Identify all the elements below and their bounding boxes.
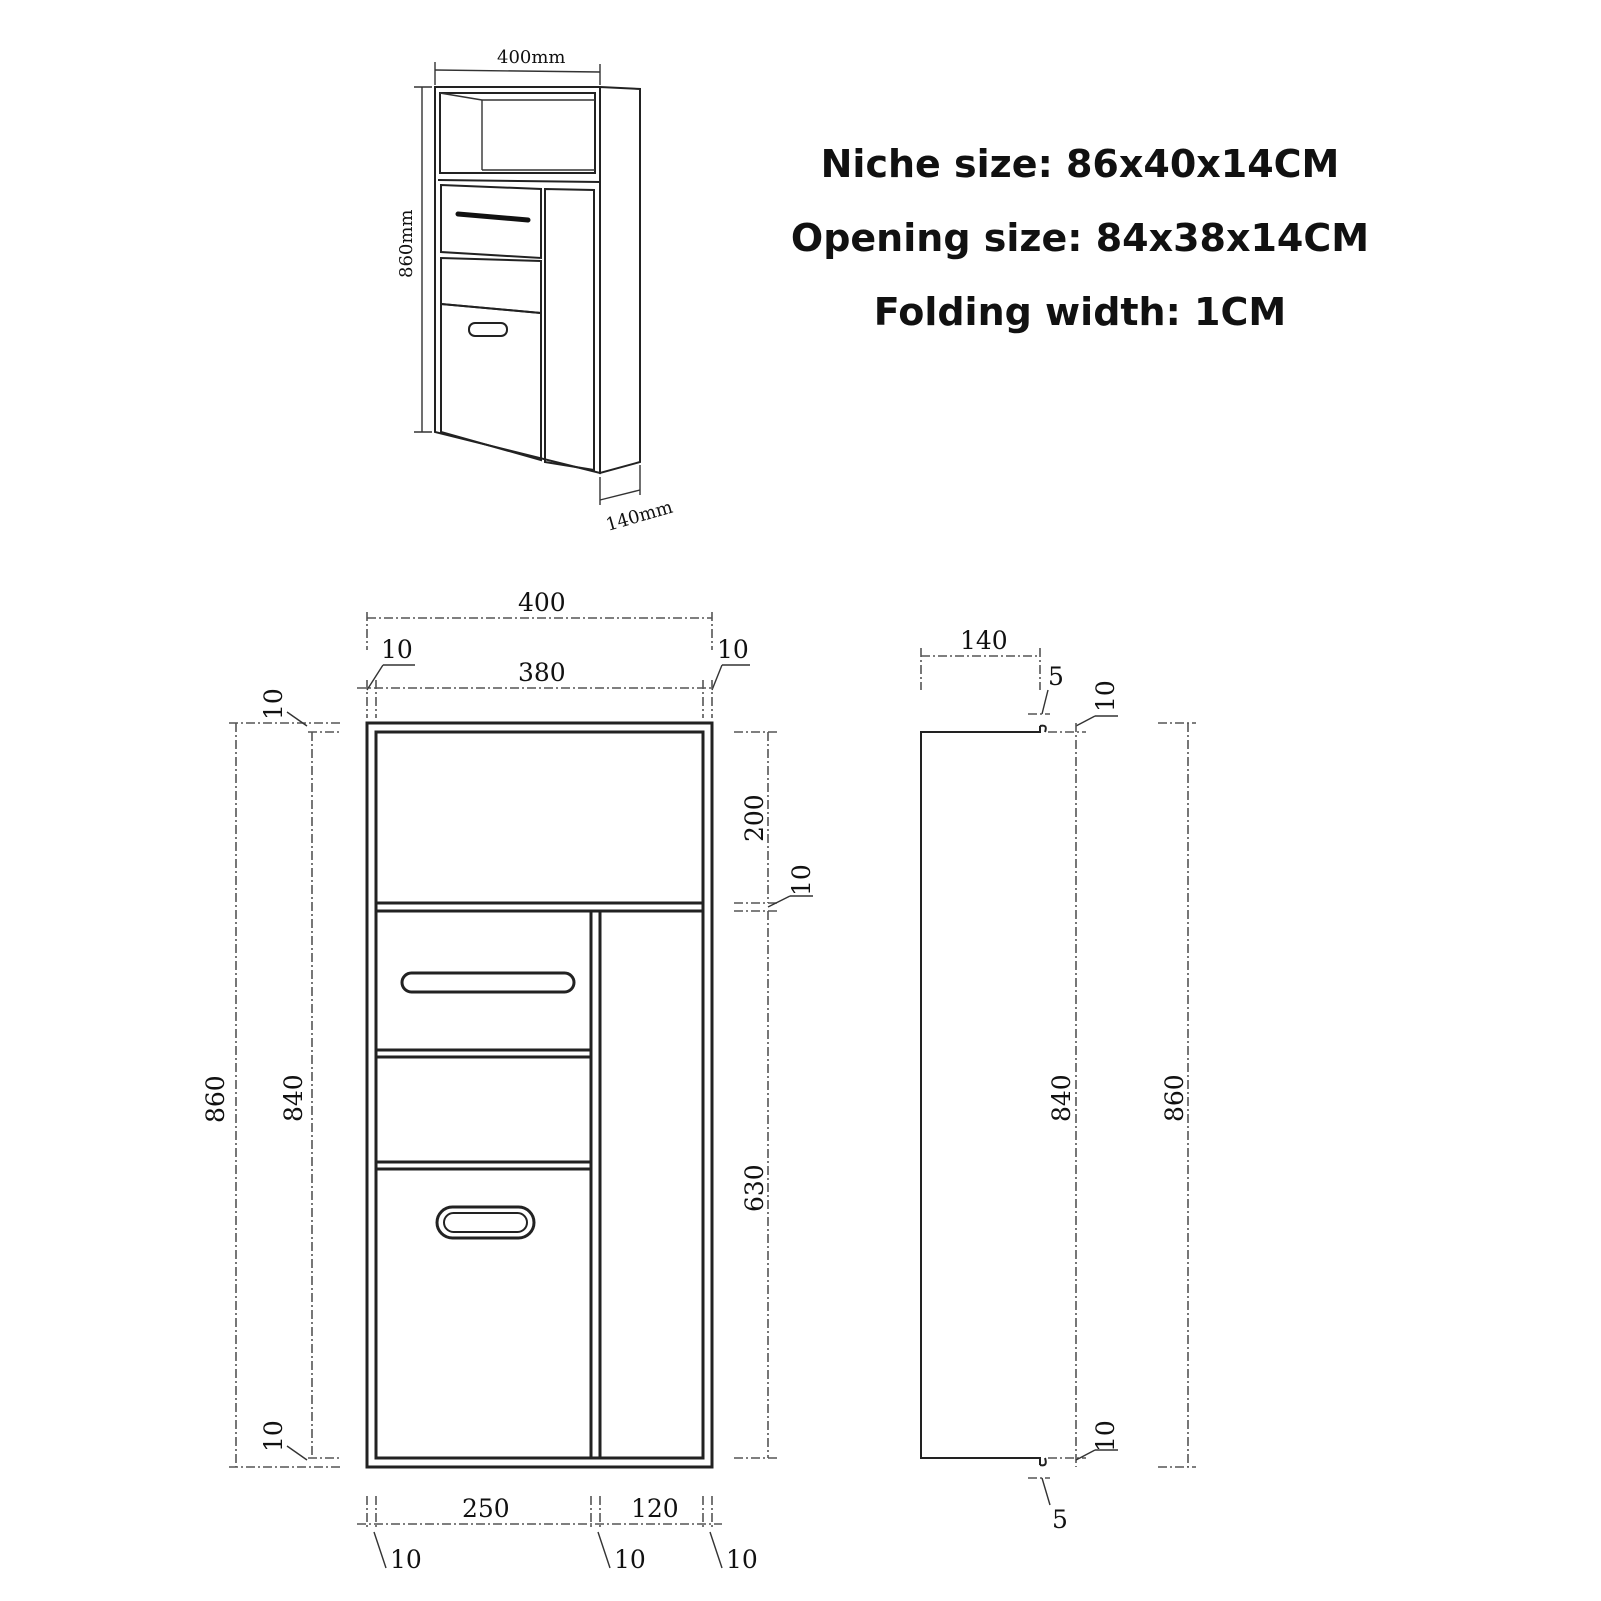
- iso-right-compartment: [544, 187, 595, 472]
- side-overall-height: 860: [1160, 1074, 1189, 1122]
- iso-depth-label: 140mm: [604, 497, 676, 536]
- iso-door-lower: [440, 302, 542, 462]
- front-right-width: 120: [631, 1494, 679, 1523]
- front-inner-frame: [374, 730, 705, 1460]
- iso-front-face: [434, 86, 601, 475]
- front-flange-left: 10: [381, 635, 413, 664]
- iso-side-face: [599, 85, 641, 475]
- front-door-handle-outer: [435, 1205, 536, 1240]
- iso-drawer-handle: [455, 211, 531, 223]
- side-top-flange: 10: [1091, 680, 1120, 712]
- front-overall-width: 400: [518, 588, 566, 617]
- front-outer-frame: [365, 721, 714, 1469]
- side-inner-height: 840: [1047, 1074, 1076, 1122]
- front-bottom-left-gap: 10: [390, 1545, 422, 1574]
- front-left-width: 250: [462, 1494, 510, 1523]
- iso-drawer-upper: [440, 183, 542, 260]
- side-bottom-flange: 10: [1091, 1420, 1120, 1452]
- side-profile: [920, 726, 1041, 1465]
- front-overall-height: 860: [201, 1075, 230, 1123]
- opening-size-text: Opening size: 84x38x14CM: [790, 216, 1370, 260]
- iso-width-label: 400mm: [497, 47, 566, 68]
- side-fold-bottom-label: 5: [1052, 1505, 1068, 1534]
- front-drawer-separator-2: [374, 1160, 593, 1171]
- front-bottom-mid-gap: 10: [614, 1545, 646, 1574]
- front-top-shelf-height: 200: [740, 794, 769, 842]
- front-inner-height: 840: [279, 1074, 308, 1122]
- side-fold-top: [1039, 724, 1047, 733]
- side-depth: 140: [960, 626, 1008, 655]
- front-view: 400 10 10 380 860 840 10 10: [201, 588, 816, 1574]
- iso-height-label: 860mm: [396, 210, 417, 279]
- front-lower-height: 630: [740, 1164, 769, 1212]
- front-bottom-right-gap: 10: [726, 1545, 758, 1574]
- side-fold-top-label: 5: [1048, 662, 1064, 691]
- front-bottom-flange: 10: [259, 1420, 288, 1452]
- front-vertical-divider: [589, 909, 602, 1460]
- front-flange-right: 10: [717, 635, 749, 664]
- niche-size-text: Niche size: 86x40x14CM: [820, 142, 1340, 186]
- side-view: 140 5 10 840 860 10 5: [920, 626, 1196, 1534]
- front-door-handle-inner: [443, 1212, 528, 1233]
- iso-top-shelf: [439, 92, 596, 174]
- front-drawer-separator-1: [374, 1048, 593, 1059]
- isometric-view: 400mm 860mm 140mm: [396, 47, 675, 536]
- front-shelf-board: [374, 901, 705, 913]
- side-fold-bottom: [1039, 1457, 1047, 1467]
- folding-width-text: Folding width: 1CM: [873, 290, 1287, 334]
- front-inner-width: 380: [518, 658, 566, 687]
- iso-door-handle: [468, 322, 508, 337]
- front-top-flange: 10: [259, 688, 288, 720]
- front-shelf-thickness: 10: [787, 864, 816, 896]
- front-upper-drawer-handle: [400, 971, 576, 994]
